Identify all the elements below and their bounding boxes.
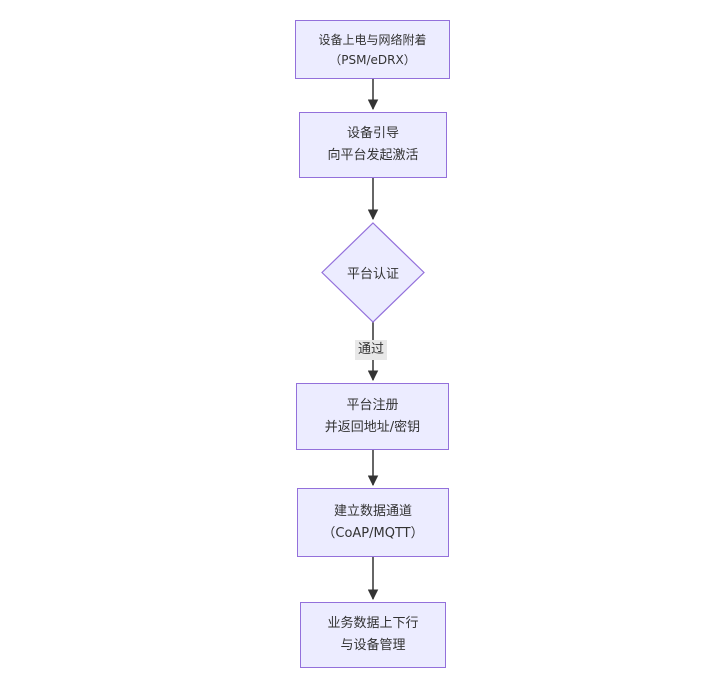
node-business-data: 业务数据上下行 与设备管理 [300, 602, 446, 668]
node-platform-auth: 平台认证 [322, 222, 424, 322]
node-power-attach: 设备上电与网络附着 （PSM/eDRX） [295, 20, 450, 79]
node-platform-auth-label: 平台认证 [346, 266, 399, 282]
node-power-attach-line2: （PSM/eDRX） [329, 52, 416, 67]
decision-diamond-shape [321, 222, 425, 323]
node-data-channel: 建立数据通道 （CoAP/MQTT） [297, 488, 449, 557]
node-bootstrap-line2: 向平台发起激活 [327, 148, 419, 163]
node-bootstrap-line1: 设备引导 [346, 126, 399, 141]
node-platform-register-line2: 并返回地址/密钥 [324, 419, 421, 435]
node-platform-register-line1: 平台注册 [346, 397, 399, 413]
node-platform-register: 平台注册 并返回地址/密钥 [296, 383, 449, 450]
node-business-data-line1: 业务数据上下行 [327, 616, 419, 631]
node-data-channel-line2: （CoAP/MQTT） [322, 525, 424, 541]
node-bootstrap: 设备引导 向平台发起激活 [299, 112, 447, 178]
node-power-attach-line1: 设备上电与网络附着 [318, 32, 427, 47]
node-data-channel-line1: 建立数据通道 [333, 503, 412, 519]
node-business-data-line2: 与设备管理 [340, 638, 406, 653]
edge-label-pass: 通过 [354, 340, 388, 360]
